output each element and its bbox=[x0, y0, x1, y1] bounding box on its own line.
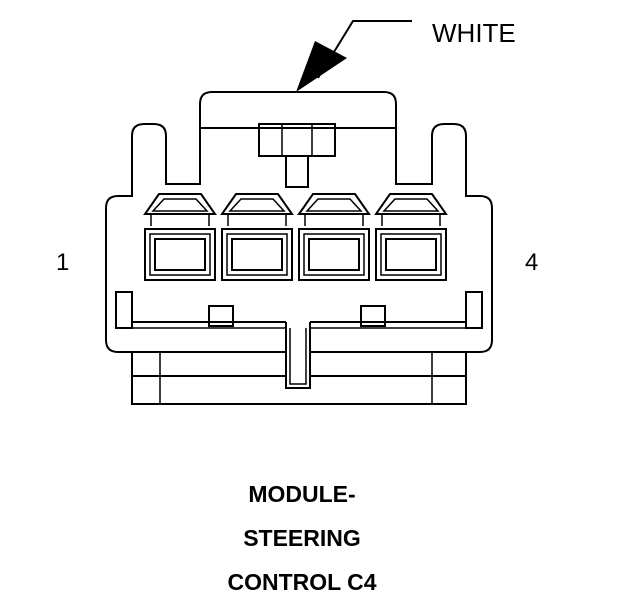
title-line-1: MODULE- bbox=[248, 481, 355, 507]
cavity-group bbox=[143, 193, 448, 281]
title-block: MODULE- STEERING CONTROL C4 bbox=[227, 481, 376, 595]
callout-label: WHITE bbox=[432, 18, 516, 48]
cavity-3 bbox=[297, 193, 371, 281]
cavity-1 bbox=[143, 193, 217, 281]
cavity-4 bbox=[374, 193, 448, 281]
connector-body bbox=[105, 91, 493, 405]
pin-1-label: 1 bbox=[56, 249, 69, 276]
title-line-2: STEERING bbox=[243, 525, 361, 551]
cavity-2 bbox=[220, 193, 294, 281]
callout-arrow bbox=[296, 20, 412, 92]
pin-4-label: 4 bbox=[525, 249, 538, 276]
title-line-3: CONTROL C4 bbox=[227, 569, 376, 595]
